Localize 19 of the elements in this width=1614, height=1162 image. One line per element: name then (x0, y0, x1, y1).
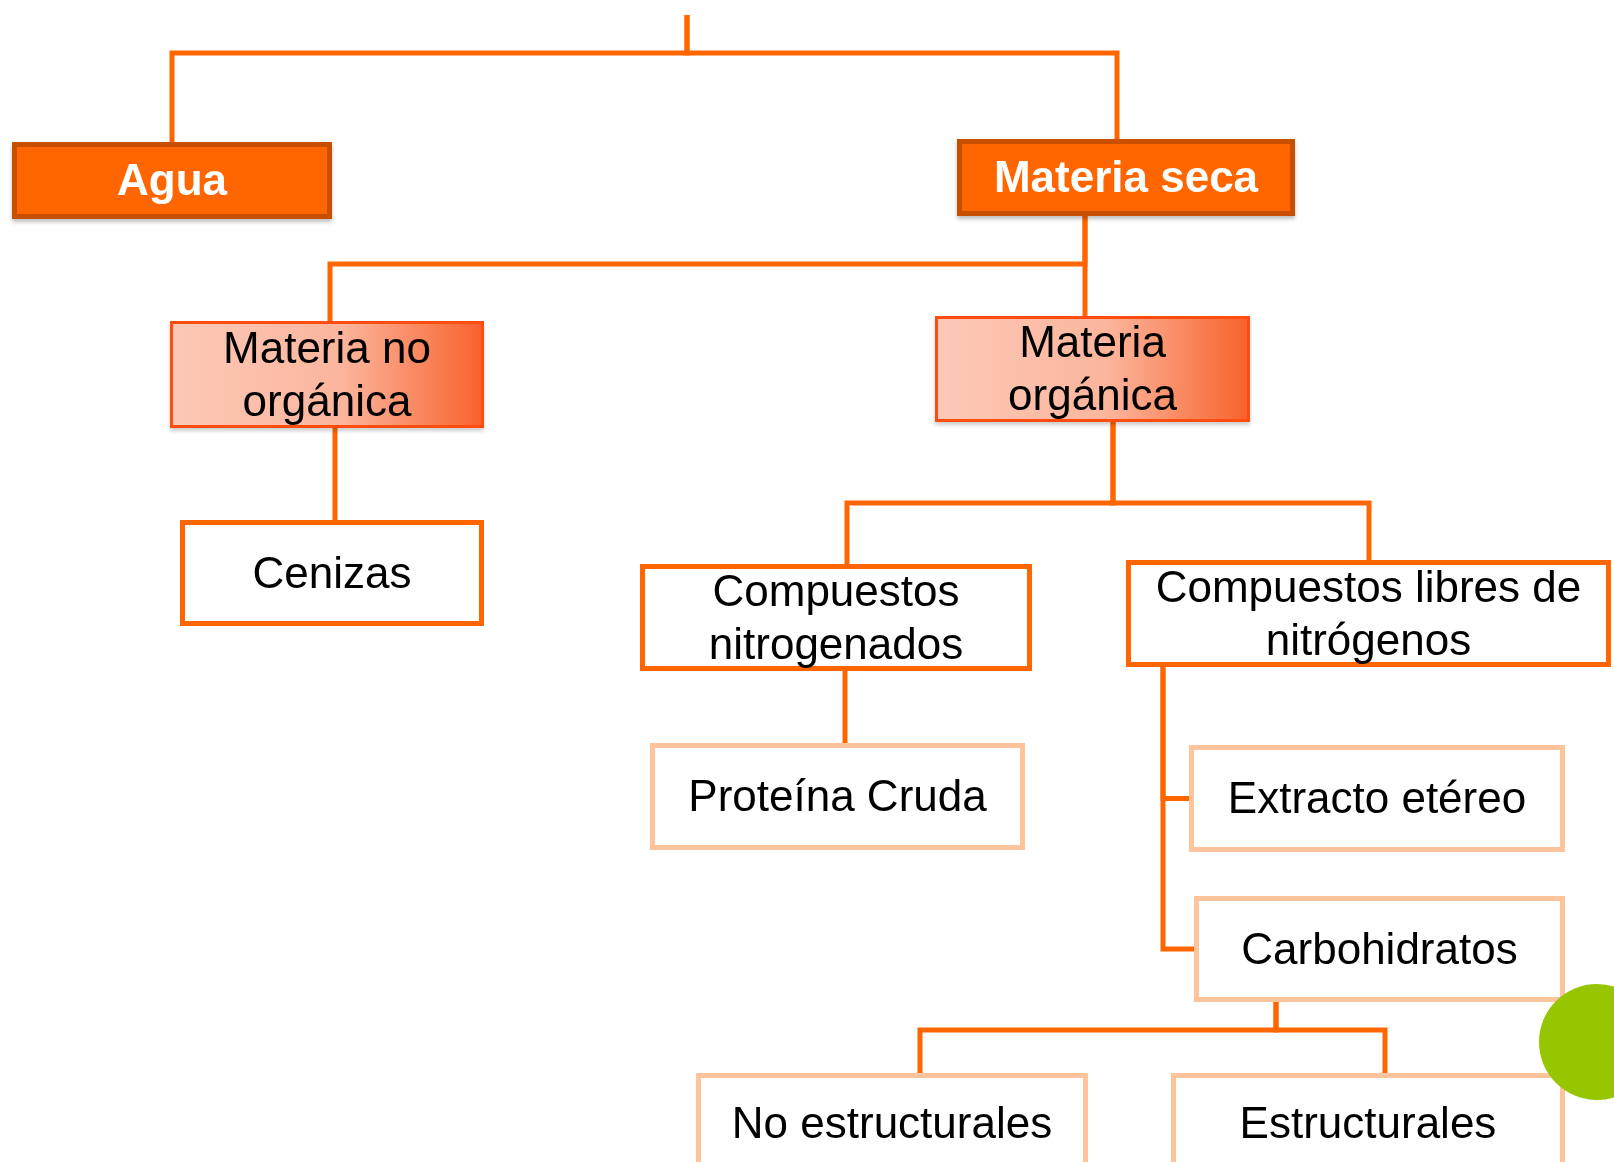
category-box: No estructurales (696, 1073, 1088, 1162)
category-box: Extracto etéreo (1189, 745, 1565, 852)
connector-line (1160, 667, 1194, 952)
category-box: Materia orgánica (935, 316, 1250, 422)
category-box: Cenizas (180, 520, 484, 626)
category-box: Estructurales (1171, 1073, 1565, 1162)
connector-line (842, 671, 848, 743)
category-box: Materia seca (957, 139, 1295, 216)
category-box: Compuestos nitrogenados (640, 564, 1032, 671)
connector-line (1110, 422, 1372, 560)
category-box: Materia no orgánica (170, 321, 484, 428)
connector-line (1082, 216, 1088, 316)
connector-line (332, 428, 338, 520)
category-box: Compuestos libres de nitrógenos (1126, 560, 1611, 667)
connector-line (684, 15, 1120, 139)
category-box: Proteína Cruda (650, 743, 1025, 850)
category-box: Carbohidratos (1194, 896, 1565, 1002)
category-box: Agua (12, 142, 332, 219)
connector-line (1273, 1002, 1388, 1073)
